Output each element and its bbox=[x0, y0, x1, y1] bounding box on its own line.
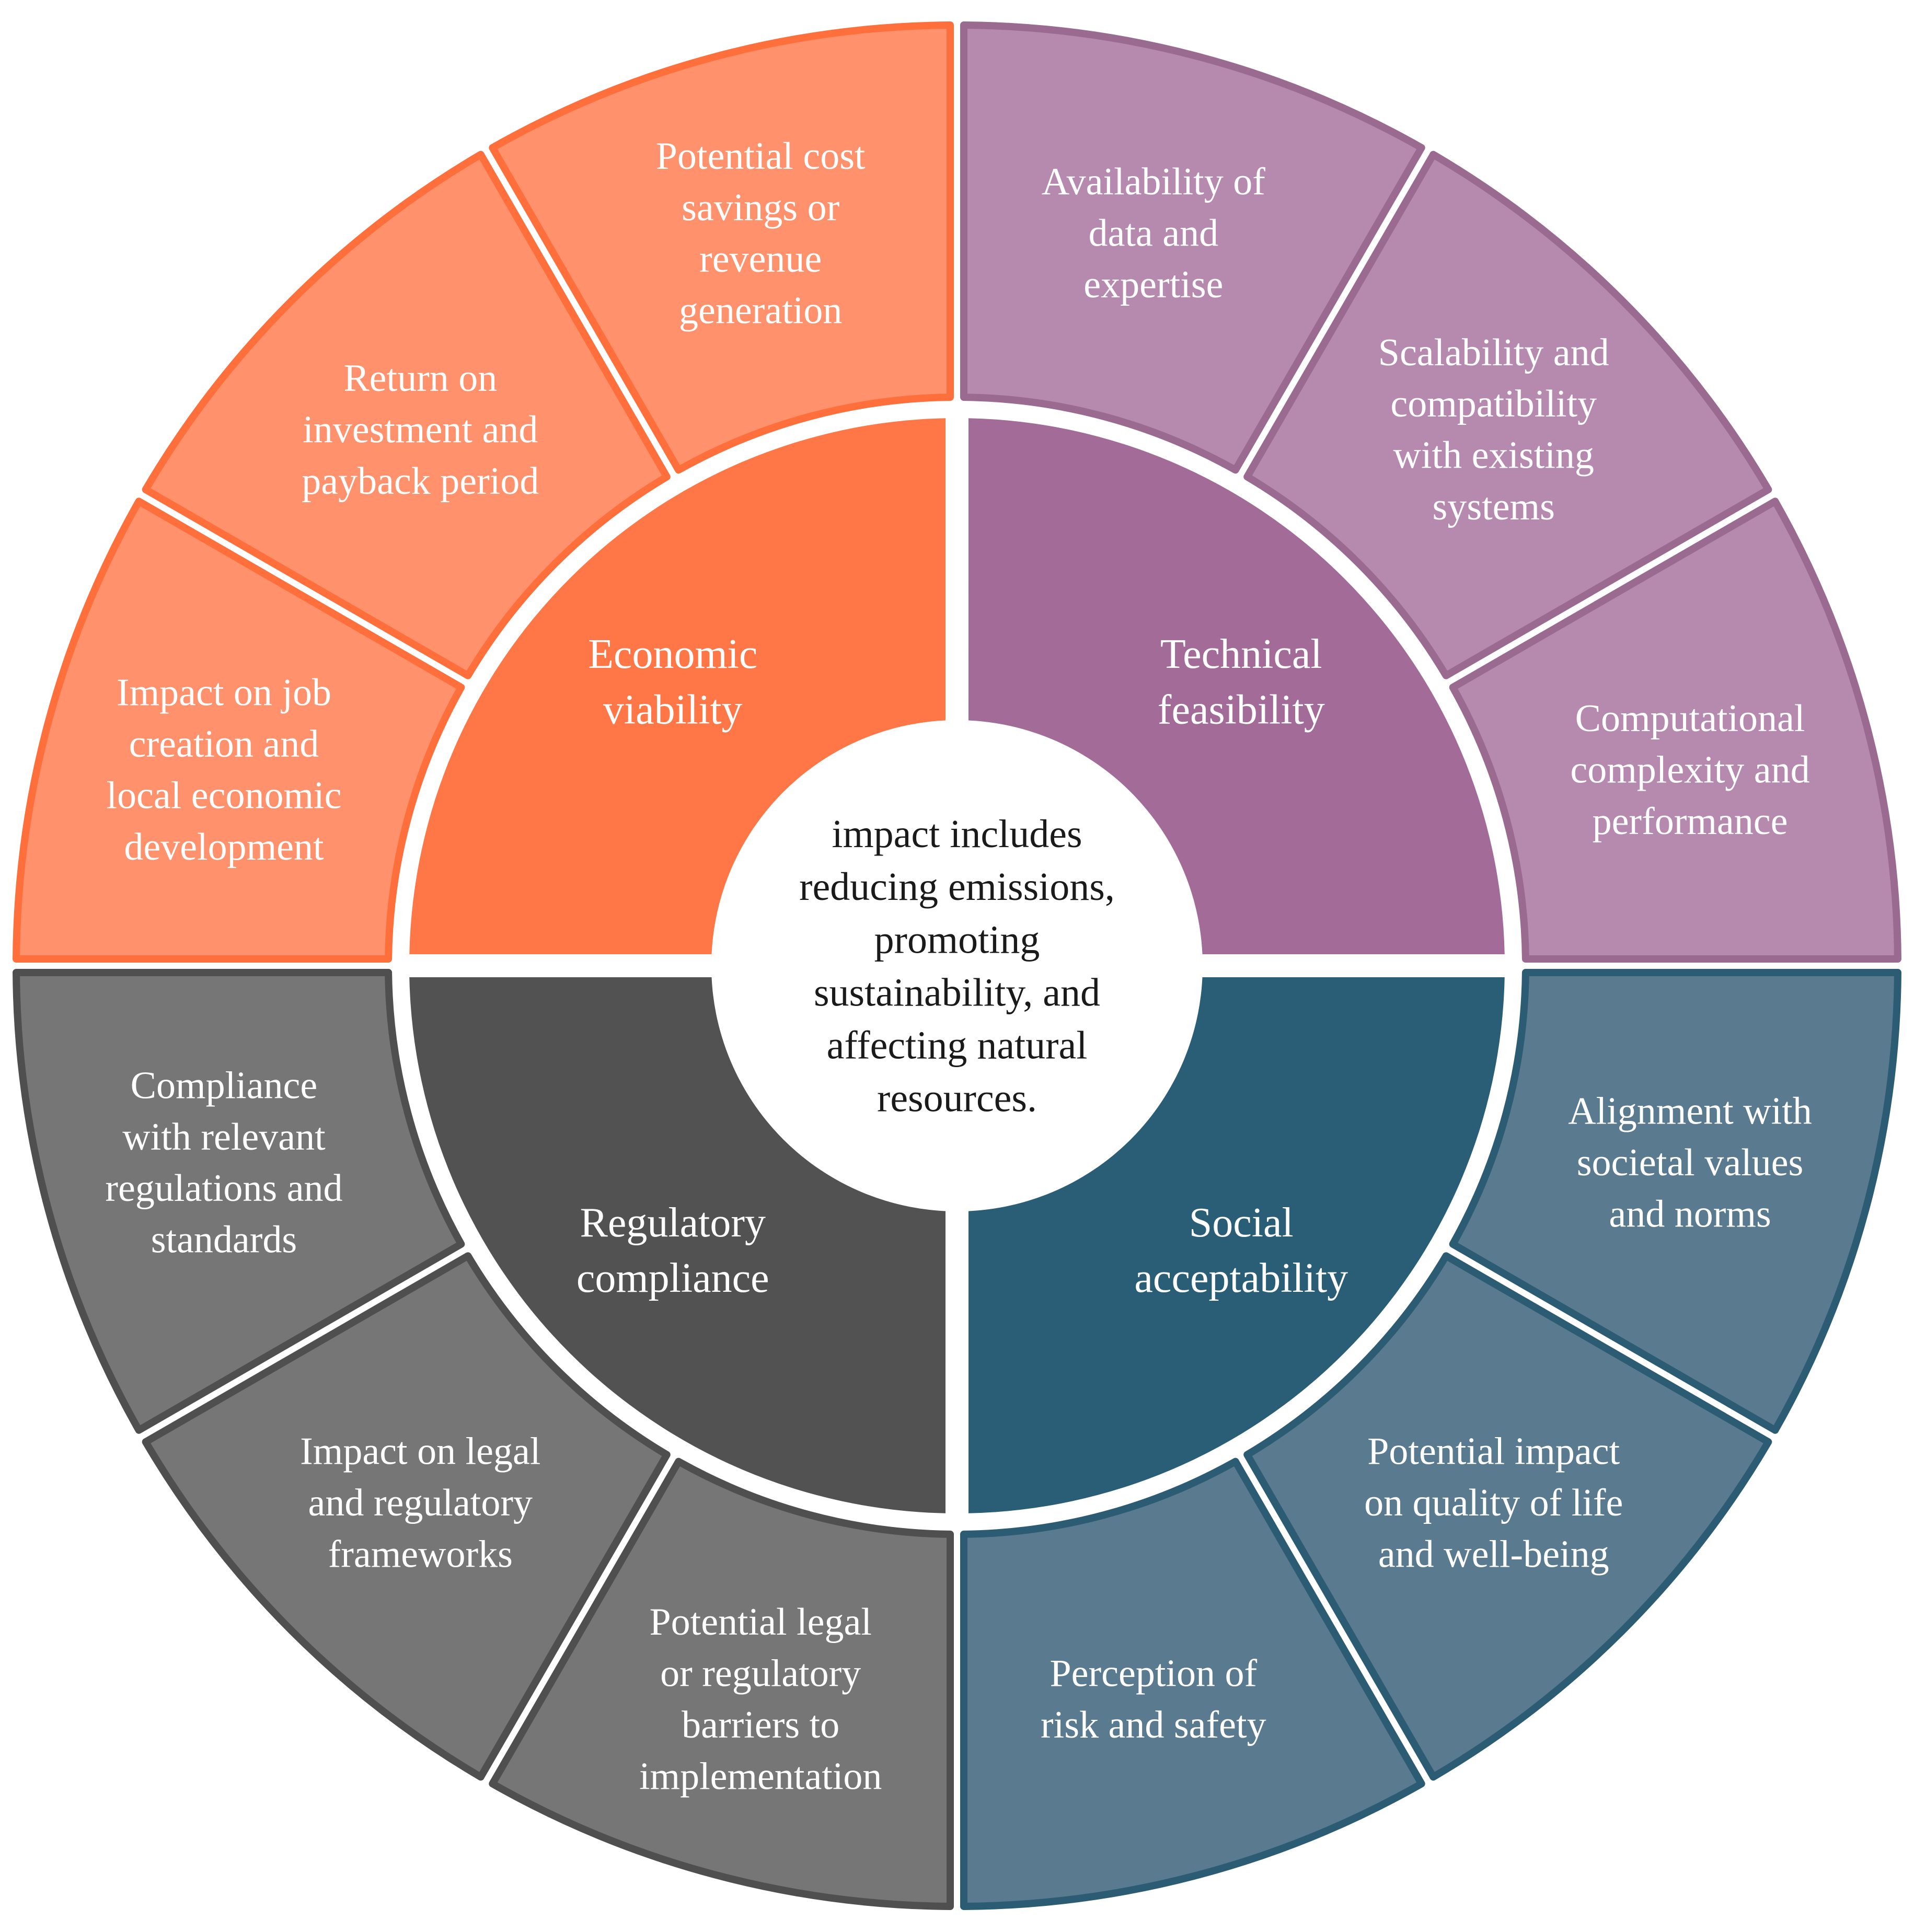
segment-label-economic-1-line: local economic bbox=[106, 774, 341, 817]
segment-label-economic-1-line: Impact on job bbox=[117, 672, 331, 714]
segment-label-technical-2-line: systems bbox=[1433, 485, 1555, 528]
segment-label-technical-3-line: Computational bbox=[1575, 697, 1805, 740]
segment-label-technical-2: Scalability and compatibility with existin… bbox=[1378, 331, 1609, 528]
segment-label-economic-3-line: savings or bbox=[682, 186, 839, 229]
segment-label-economic-1-line: development bbox=[124, 826, 324, 869]
segment-label-technical-2-line: with existing bbox=[1393, 434, 1594, 477]
wheel-shapes bbox=[13, 21, 1901, 1910]
segment-label-regulatory-2-line: frameworks bbox=[328, 1533, 513, 1576]
quadrant-label-economic-line: viability bbox=[603, 687, 743, 733]
segment-label-regulatory-1-line: or regulatory bbox=[660, 1652, 861, 1695]
quadrant-label-regulatory-line: Regulatory bbox=[580, 1200, 766, 1246]
segment-social-3 bbox=[960, 1457, 1425, 1910]
quadrant-label-economic: Economic viability bbox=[588, 631, 757, 733]
quadrant-label-economic-line: Economic bbox=[588, 631, 757, 677]
segment-economic-1 bbox=[13, 498, 465, 963]
segment-label-regulatory-3-line: with relevant bbox=[122, 1116, 326, 1159]
segment-label-technical-3-line: performance bbox=[1593, 800, 1788, 843]
quadrant-label-technical-line: feasibility bbox=[1158, 687, 1325, 733]
quadrant-economic bbox=[409, 418, 946, 955]
segment-label-social-3-line: risk and safety bbox=[1041, 1704, 1266, 1746]
segment-label-economic-2-line: Return on bbox=[343, 357, 497, 400]
segment-label-technical-1-line: data and bbox=[1089, 212, 1219, 255]
quadrant-technical bbox=[968, 418, 1505, 955]
segment-label-technical-2-line: compatibility bbox=[1390, 383, 1597, 425]
segment-label-economic-1-line: creation and bbox=[129, 723, 319, 766]
center-label-line: impact includes bbox=[832, 812, 1082, 856]
segment-label-regulatory-3: Compliance with relevant regulations and st… bbox=[105, 1064, 342, 1261]
segment-social-1 bbox=[1449, 969, 1901, 1434]
segment-label-regulatory-2-line: Impact on legal bbox=[300, 1430, 540, 1473]
quadrant-label-technical: Technical feasibility bbox=[1158, 631, 1325, 733]
segment-label-technical-1: Availability of data and expertise bbox=[1042, 160, 1265, 306]
segment-label-social-1-line: societal values bbox=[1577, 1141, 1804, 1184]
quadrant-label-regulatory-line: compliance bbox=[576, 1255, 769, 1301]
segment-label-technical-2-line: Scalability and bbox=[1378, 331, 1609, 374]
center-label-line: sustainability, and bbox=[814, 970, 1100, 1014]
segment-economic-3 bbox=[489, 21, 954, 474]
segment-technical-3 bbox=[1449, 498, 1901, 963]
segment-regulatory-2 bbox=[142, 1252, 671, 1781]
segment-social-2 bbox=[1243, 1252, 1772, 1781]
quadrant-label-social-line: acceptability bbox=[1134, 1255, 1348, 1301]
center-label: impact includes reducing emissions, promot… bbox=[799, 812, 1115, 1120]
segment-label-regulatory-1-line: implementation bbox=[639, 1755, 882, 1798]
center-label-line: reducing emissions, bbox=[799, 865, 1115, 909]
center-label-line: resources. bbox=[877, 1077, 1037, 1120]
quadrant-social bbox=[968, 977, 1505, 1513]
segment-regulatory-3 bbox=[13, 969, 465, 1434]
segment-label-economic-2-line: investment and bbox=[303, 408, 538, 451]
segment-label-economic-1: Impact on job creation and local economic d… bbox=[106, 672, 341, 869]
segment-technical-1 bbox=[960, 21, 1425, 474]
segment-label-regulatory-1-line: Potential legal bbox=[649, 1601, 871, 1644]
segment-label-technical-1-line: Availability of bbox=[1042, 160, 1265, 203]
segment-label-technical-3-line: complexity and bbox=[1570, 748, 1809, 791]
wheel-labels: Economic viability Impact on job creation a… bbox=[105, 135, 1812, 1798]
segment-label-technical-3: Computational complexity and performance bbox=[1570, 697, 1809, 843]
segment-label-regulatory-1: Potential legal or regulatory barriers to i… bbox=[639, 1601, 882, 1798]
segment-label-economic-3-line: revenue bbox=[699, 238, 822, 281]
segment-label-social-1: Alignment with societal values and norms bbox=[1568, 1090, 1812, 1236]
center-label-line: promoting bbox=[874, 918, 1040, 962]
segment-label-economic-3-line: Potential cost bbox=[656, 135, 866, 178]
segment-label-regulatory-3-line: standards bbox=[151, 1219, 297, 1262]
segment-regulatory-1 bbox=[489, 1457, 954, 1910]
segment-label-economic-3-line: generation bbox=[679, 289, 842, 332]
segment-label-economic-2: Return on investment and payback period bbox=[302, 357, 539, 503]
segment-technical-2 bbox=[1243, 151, 1772, 679]
segment-label-regulatory-2: Impact on legal and regulatory frameworks bbox=[300, 1430, 540, 1576]
segment-label-economic-2-line: payback period bbox=[302, 460, 539, 503]
quadrant-label-technical-line: Technical bbox=[1160, 631, 1322, 677]
center-circle bbox=[711, 720, 1203, 1211]
center-label-line: affecting natural bbox=[827, 1023, 1088, 1067]
segment-label-regulatory-3-line: regulations and bbox=[105, 1167, 342, 1210]
segment-label-social-1-line: Alignment with bbox=[1568, 1090, 1812, 1133]
segment-economic-2 bbox=[142, 151, 671, 679]
quadrant-regulatory bbox=[409, 977, 946, 1513]
segment-label-technical-1-line: expertise bbox=[1083, 263, 1223, 306]
segment-label-regulatory-3-line: Compliance bbox=[131, 1064, 318, 1107]
segment-label-social-2-line: and well-being bbox=[1378, 1533, 1609, 1576]
segment-label-social-3-line: Perception of bbox=[1050, 1652, 1258, 1695]
segment-label-social-1-line: and norms bbox=[1609, 1193, 1771, 1235]
segment-label-social-3: Perception of risk and safety bbox=[1041, 1652, 1266, 1746]
segment-label-social-2: Potential impact on quality of life and we… bbox=[1364, 1430, 1623, 1576]
segment-label-regulatory-1-line: barriers to bbox=[682, 1704, 839, 1746]
segment-label-regulatory-2-line: and regulatory bbox=[308, 1482, 533, 1524]
segment-label-social-2-line: Potential impact bbox=[1367, 1430, 1620, 1473]
quadrant-label-social-line: Social bbox=[1189, 1200, 1294, 1246]
segment-label-economic-3: Potential cost savings or revenue generatio… bbox=[656, 135, 866, 332]
quadrant-label-social: Social acceptability bbox=[1134, 1200, 1348, 1301]
quadrant-label-regulatory: Regulatory compliance bbox=[576, 1200, 769, 1301]
segment-label-social-2-line: on quality of life bbox=[1364, 1482, 1623, 1524]
